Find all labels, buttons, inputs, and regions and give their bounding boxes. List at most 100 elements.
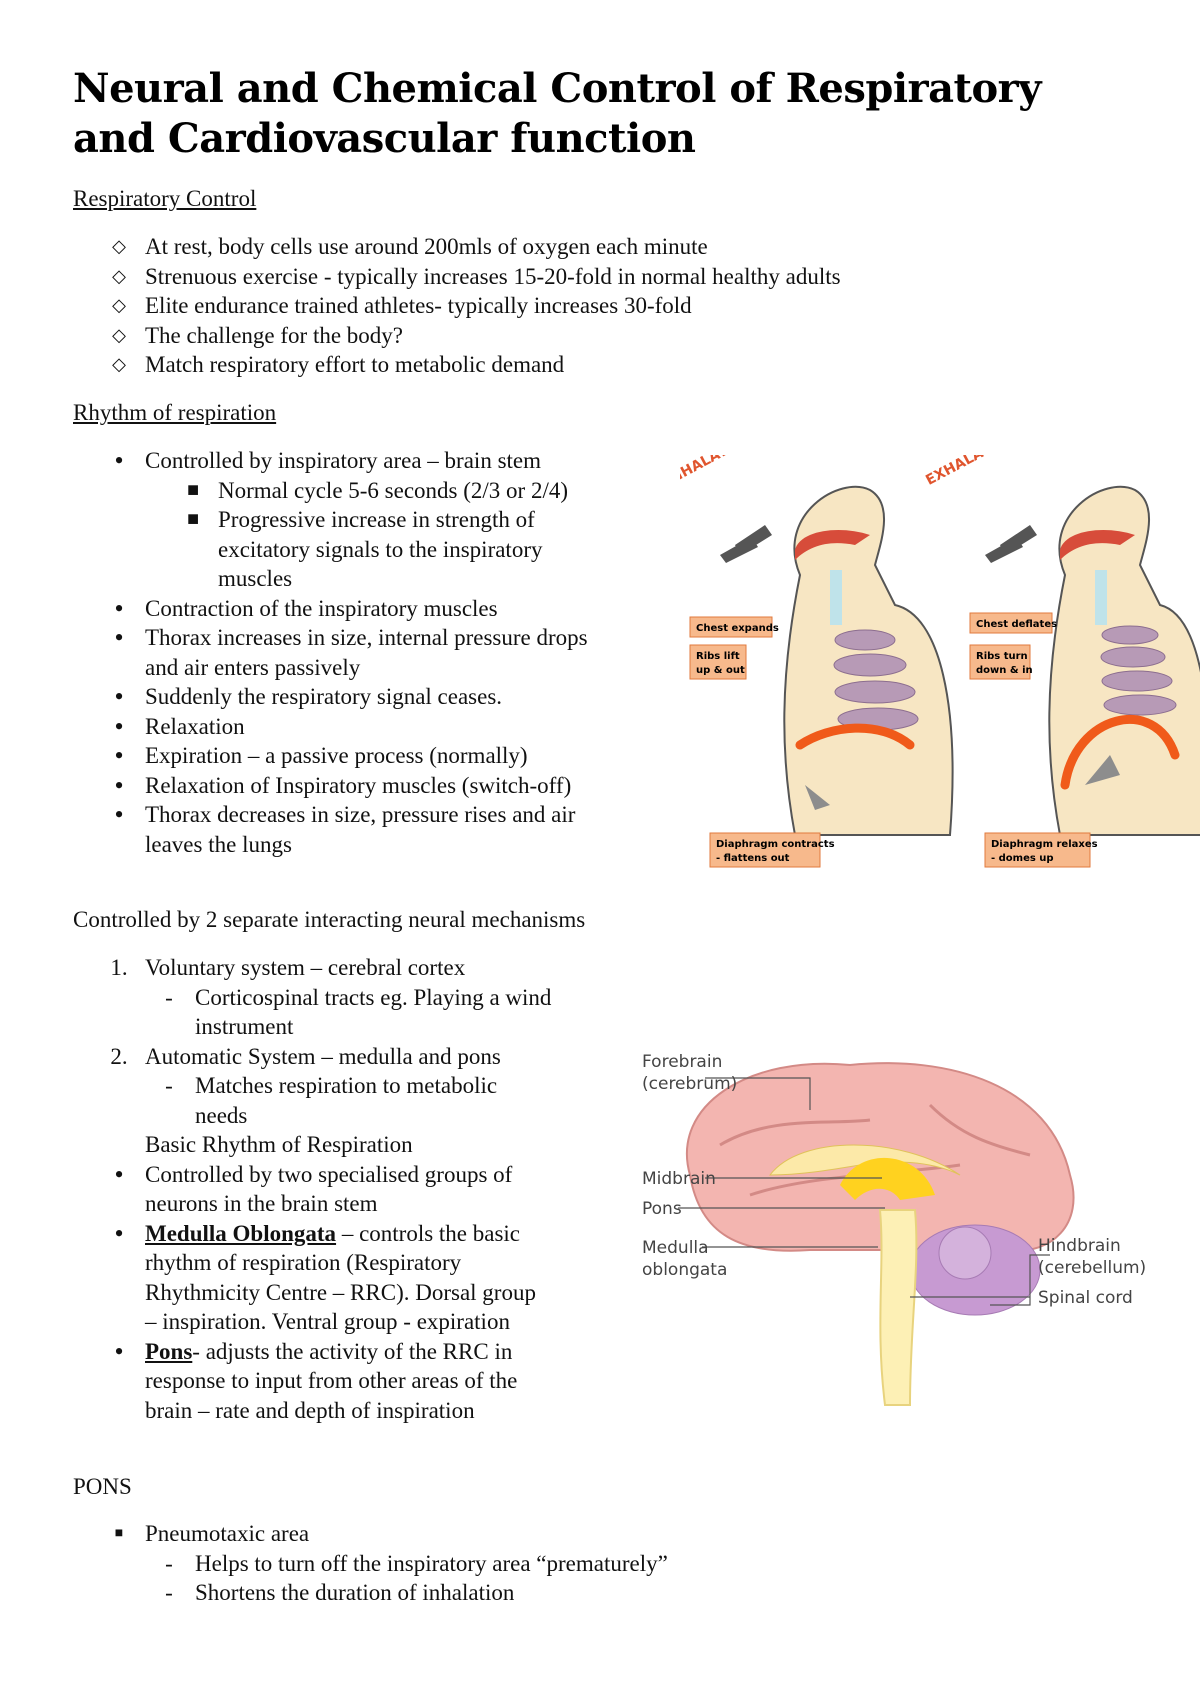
bullet-icon: •	[114, 1159, 124, 1189]
list-item: •Suddenly the respiratory signal ceases.	[73, 682, 693, 712]
list-item-continued: muscles	[218, 566, 293, 591]
diaphragm-contracts-box	[709, 832, 821, 868]
list-item: 1.Voluntary system – cerebral cortex	[73, 953, 633, 983]
diamond-bullet-icon: ◇	[112, 236, 126, 256]
list-item-continued: and air enters passively	[145, 654, 361, 680]
rhythm-list: •Controlled by inspiratory area – brain …	[73, 446, 693, 859]
ribs-lift-label-2: up & out	[696, 665, 745, 676]
cerebellum	[909, 1224, 1041, 1316]
pons-list: ■Pneumotaxic area -Helps to turn off the…	[73, 1519, 1073, 1608]
pons-term: Pons	[145, 1338, 193, 1364]
list-item: ■Pneumotaxic area	[73, 1519, 1073, 1549]
list-item: -Matches respiration to metabolic	[73, 1071, 633, 1101]
section-heading-respiratory-control: Respiratory Control	[73, 186, 257, 211]
ribs-turn-box	[969, 644, 1031, 680]
list-number: 1.	[110, 955, 128, 980]
diaphragm-relaxes-label-2: - domes up	[991, 853, 1054, 864]
list-item: ■Normal cycle 5-6 seconds (2/3 or 2/4)	[73, 476, 693, 506]
diamond-bullet-icon: ◇	[112, 354, 126, 374]
list-item: •Medulla Oblongata – controls the basic	[73, 1219, 633, 1249]
list-item-continued: – inspiration. Ventral group - expiratio…	[145, 1309, 510, 1334]
list-item-continued: response to input from other areas of th…	[145, 1368, 518, 1393]
brain-diagram: Forebrain (cerebrum) Midbrain Pons Medul…	[642, 1052, 1146, 1406]
pons-label: Pons	[642, 1199, 682, 1219]
page-title: Neural and Chemical Control of Respirato…	[73, 65, 1041, 162]
bullet-icon: •	[114, 1336, 124, 1366]
respiratory-control-list: ◇At rest, body cells use around 200mls o…	[73, 232, 1073, 380]
diaphragm-contracts-label-2: - flattens out	[716, 853, 790, 864]
list-item: Basic Rhythm of Respiration	[145, 1132, 413, 1157]
pons-heading: PONS	[73, 1474, 132, 1499]
list-item: -Helps to turn off the inspiratory area …	[73, 1549, 1073, 1579]
list-item-continued: Rhythmicity Centre – RRC). Dorsal group	[145, 1279, 536, 1305]
inhalation-figure	[720, 485, 954, 836]
list-item: ◇The challenge for the body?	[73, 321, 1073, 351]
dash-bullet-icon: -	[165, 1580, 173, 1605]
dash-bullet-icon: -	[165, 984, 173, 1010]
diaphragm-relaxes-label: Diaphragm relaxes	[991, 839, 1098, 850]
dash-bullet-icon: -	[165, 1073, 173, 1098]
neural-intro: Controlled by 2 separate interacting neu…	[73, 907, 586, 932]
hindbrain-label: Hindbrain	[1038, 1236, 1121, 1256]
section-heading-rhythm: Rhythm of respiration	[73, 400, 277, 425]
list-item-continued: excitatory signals to the inspiratory	[218, 536, 543, 562]
list-item: ◇Strenuous exercise - typically increase…	[73, 262, 1073, 292]
diaphragm-relaxes-box	[984, 832, 1091, 868]
list-number: 2.	[110, 1043, 128, 1069]
list-item: ◇Match respiratory effort to metabolic d…	[73, 350, 1073, 380]
ribs-lift-label: Ribs lift	[696, 651, 740, 662]
medulla-label-2: oblongata	[642, 1260, 727, 1280]
list-item: -Corticospinal tracts eg. Playing a wind	[73, 983, 633, 1013]
square-bullet-icon: ■	[186, 508, 200, 530]
bullet-icon: •	[114, 711, 124, 741]
list-item-continued: instrument	[195, 1014, 294, 1039]
list-item: •Controlled by two specialised groups of	[73, 1160, 633, 1190]
bullet-icon: •	[114, 770, 124, 800]
bullet-icon: •	[114, 446, 124, 475]
bullet-icon: •	[114, 593, 124, 623]
list-item: •Relaxation	[73, 712, 693, 742]
list-item: •Controlled by inspiratory area – brain …	[73, 446, 693, 476]
list-item-continued: leaves the lungs	[145, 831, 292, 857]
list-item: •Expiration – a passive process (normall…	[73, 741, 693, 771]
breathing-diagram: INHALATION Chest expands Ribs lift up & …	[680, 455, 1200, 868]
chest-deflates-box	[969, 612, 1053, 634]
medulla-term: Medulla Oblongata	[145, 1220, 337, 1246]
bullet-icon: •	[114, 741, 124, 770]
square-bullet-icon: ■	[186, 478, 200, 501]
diamond-bullet-icon: ◇	[112, 324, 126, 345]
ribs-lift-box	[689, 644, 747, 680]
spinal-cord-label: Spinal cord	[1038, 1288, 1133, 1308]
list-item: •Contraction of the inspiratory muscles	[73, 594, 693, 624]
bullet-icon: •	[114, 682, 124, 711]
chest-expands-label: Chest expands	[696, 623, 779, 634]
list-item-continued: neurons in the brain stem	[145, 1191, 378, 1216]
bullet-icon: •	[114, 623, 124, 652]
exhalation-label: EXHALATION	[923, 455, 1019, 489]
forebrain-label-2: (cerebrum)	[642, 1074, 737, 1094]
ribs-turn-label-2: down & in	[976, 665, 1033, 676]
diaphragm-contracts-label: Diaphragm contracts	[716, 839, 835, 850]
diamond-bullet-icon: ◇	[112, 295, 126, 315]
midbrain-label: Midbrain	[642, 1169, 716, 1189]
list-item: ◇At rest, body cells use around 200mls o…	[73, 232, 1073, 262]
chest-expands-box	[689, 616, 773, 638]
list-item-continued: needs	[195, 1102, 248, 1128]
neural-list: 1.Voluntary system – cerebral cortex -Co…	[73, 953, 633, 1425]
list-item: -Shortens the duration of inhalation	[73, 1578, 1073, 1608]
diamond-bullet-icon: ◇	[112, 265, 126, 286]
list-item: •Relaxation of Inspiratory muscles (swit…	[73, 771, 693, 801]
bullet-icon: •	[114, 800, 124, 829]
list-item: ■Progressive increase in strength of	[73, 505, 693, 535]
bullet-icon: •	[114, 1218, 124, 1248]
list-item: •Thorax increases in size, internal pres…	[73, 623, 693, 653]
list-item: •Thorax decreases in size, pressure rise…	[73, 800, 693, 830]
dash-bullet-icon: -	[165, 1550, 173, 1576]
square-bullet-icon: ■	[114, 1526, 124, 1541]
hindbrain-label-2: (cerebellum)	[1038, 1258, 1146, 1278]
list-item: •Pons- adjusts the activity of the RRC i…	[73, 1337, 633, 1367]
ribs-turn-label: Ribs turn	[976, 651, 1028, 662]
list-item: ◇Elite endurance trained athletes- typic…	[73, 291, 1073, 321]
list-item-continued: rhythm of respiration (Respiratory	[145, 1250, 462, 1275]
chest-deflates-label: Chest deflates	[976, 619, 1057, 630]
